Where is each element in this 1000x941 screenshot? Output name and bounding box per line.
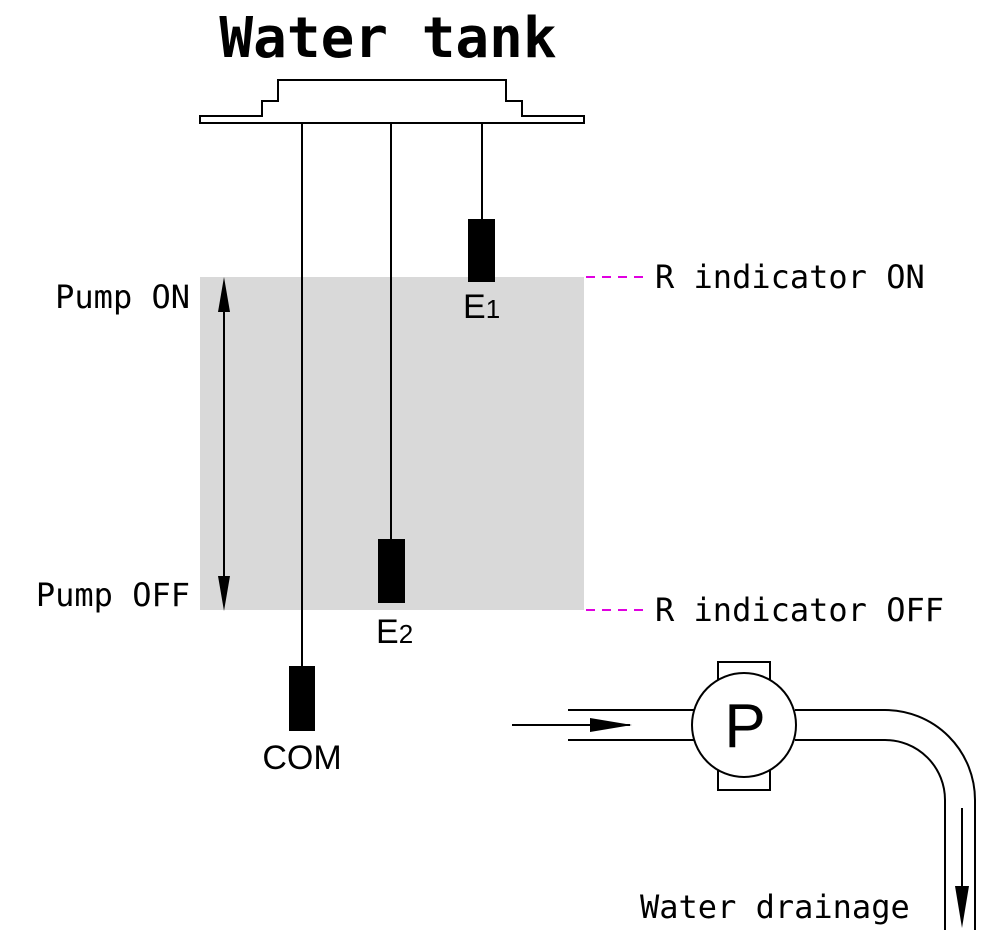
pump-symbol: P <box>724 692 765 761</box>
outlet-pipe-outer <box>795 709 976 930</box>
e1-probe <box>468 219 495 282</box>
e2-label: E2 <box>376 613 413 651</box>
e2-probe <box>378 539 405 603</box>
pump-range-arrow-down-head <box>218 576 230 611</box>
tank-lid <box>199 79 585 124</box>
e1-subscript: 1 <box>486 294 500 324</box>
indicator-off-label: R indicator OFF <box>655 591 944 629</box>
outlet-pipe-inner <box>795 739 946 930</box>
pump-on-label: Pump ON <box>55 278 190 316</box>
e2-subscript: 2 <box>399 619 413 649</box>
pump-icon <box>691 672 797 778</box>
com-probe <box>289 666 315 731</box>
pump-range-arrow-up-head <box>218 277 230 312</box>
drainage-flow-arrow-head <box>955 886 969 928</box>
diagram-title: Water tank <box>219 6 556 71</box>
pump-off-label: Pump OFF <box>36 576 190 614</box>
com-label: COM <box>262 739 341 777</box>
e1-label: E1 <box>463 288 500 326</box>
e1-letter: E <box>463 288 486 326</box>
indicator-on-label: R indicator ON <box>655 258 925 296</box>
drainage-label: Water drainage <box>640 888 910 926</box>
e2-letter: E <box>376 613 399 651</box>
inlet-flow-arrow-head <box>590 718 632 732</box>
